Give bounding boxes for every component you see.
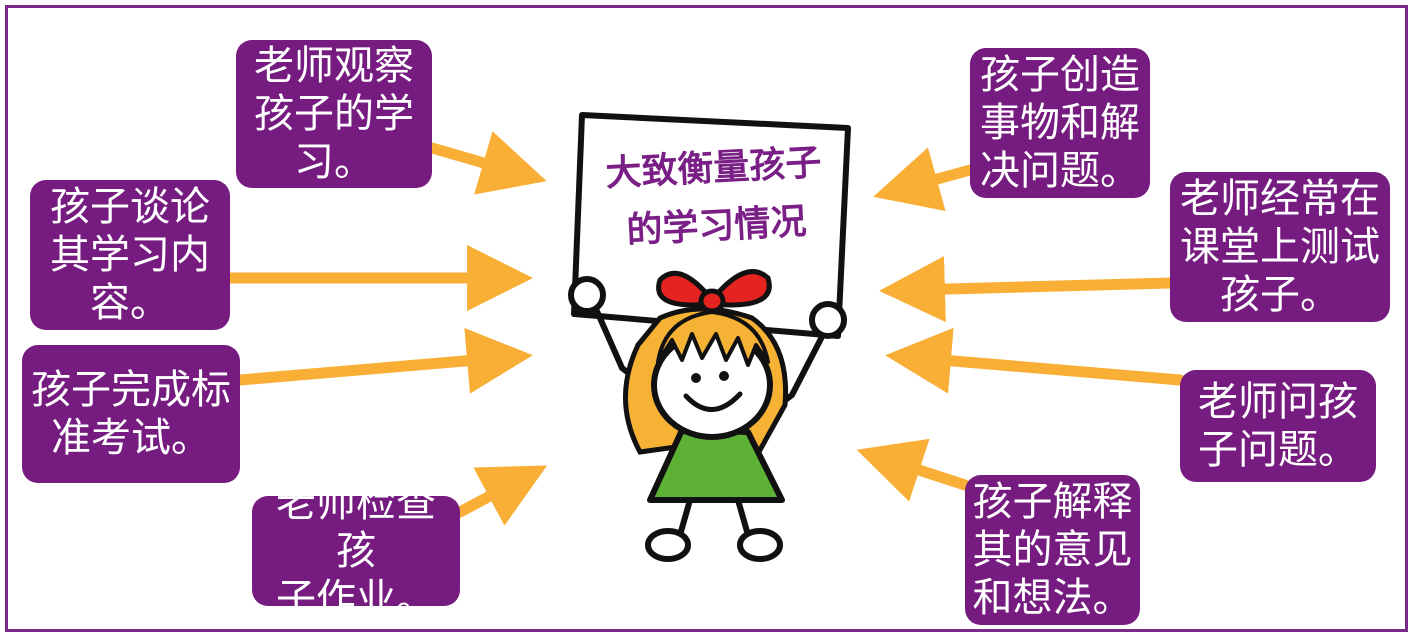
arrow-teacher-check-homework xyxy=(454,465,548,526)
left-eye xyxy=(691,373,701,383)
left-foot xyxy=(645,528,691,562)
box-child-explain: 孩子解释 其的意见 和想法。 xyxy=(965,475,1140,625)
bow-right xyxy=(709,269,772,308)
left-hand xyxy=(568,276,606,314)
box-child-standard-test: 孩子完成标 准考试。 xyxy=(22,345,240,483)
bow-knot xyxy=(698,288,726,314)
smile xyxy=(683,391,743,412)
box-child-create: 孩子创造 事物和解 决问题。 xyxy=(970,48,1150,198)
right-foot xyxy=(737,528,783,562)
arrow-child-create xyxy=(873,147,976,211)
box-teacher-observe: 老师观察 孩子的学 习。 xyxy=(236,40,432,188)
arrow-child-standard-test xyxy=(234,327,533,394)
arrow-teacher-test-class xyxy=(879,256,1176,323)
sign-text: 大致衡量孩子 的学习情况 xyxy=(604,142,823,252)
box-teacher-check-homework: 老师检查孩 子作业。 xyxy=(252,480,460,622)
right-leg xyxy=(735,499,751,536)
diagram-frame xyxy=(5,5,1408,632)
box-child-talk: 孩子谈论 其学习内 容。 xyxy=(30,180,230,330)
box-teacher-ask: 老师问孩 子问题。 xyxy=(1180,370,1376,482)
right-eye xyxy=(719,371,729,381)
hair-bangs xyxy=(656,310,770,367)
arrow-teacher-observe xyxy=(426,131,547,195)
box-teacher-test-class: 老师经常在 课堂上测试 孩子。 xyxy=(1170,172,1390,322)
arrow-teacher-ask xyxy=(885,327,1186,394)
right-hand xyxy=(809,301,847,339)
arrow-child-explain xyxy=(856,438,971,502)
bow-left xyxy=(656,270,715,308)
left-leg xyxy=(677,499,693,536)
